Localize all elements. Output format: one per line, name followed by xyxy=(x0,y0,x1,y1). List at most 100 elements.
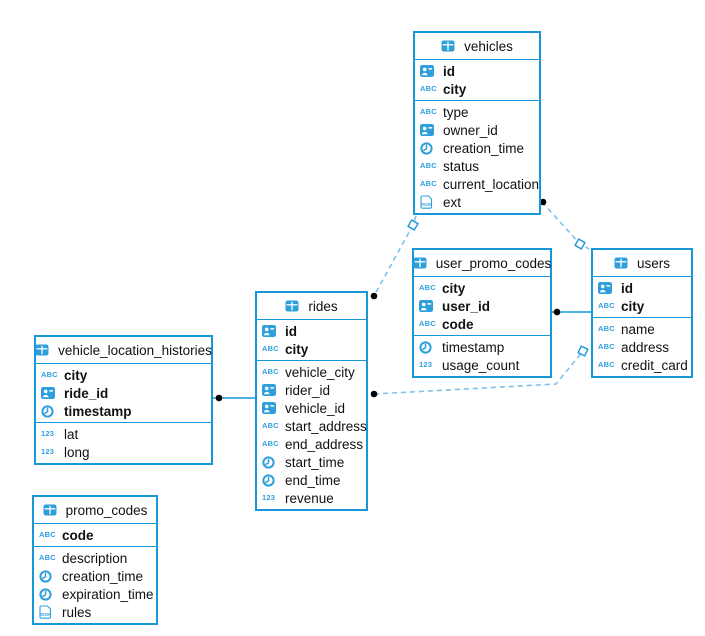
table-title: user_promo_codes xyxy=(435,255,552,271)
column-label: vehicle_id xyxy=(285,400,346,416)
relationship-dot-marker xyxy=(370,390,378,398)
column-row-id[interactable]: id xyxy=(257,322,366,340)
table-title: promo_codes xyxy=(65,502,148,518)
table-header[interactable]: promo_codes xyxy=(34,497,156,524)
column-label: expiration_time xyxy=(62,586,154,602)
column-row-rider_id[interactable]: rider_id xyxy=(257,381,366,399)
column-label: creation_time xyxy=(62,568,144,584)
column-label: id xyxy=(621,280,633,296)
column-label: id xyxy=(285,323,297,339)
abc-icon: ABC xyxy=(420,179,437,189)
column-row-ride_id[interactable]: ride_id xyxy=(36,384,211,402)
table-header[interactable]: vehicle_location_histories xyxy=(35,337,212,364)
num-icon: 123 xyxy=(419,360,433,370)
time-icon xyxy=(419,340,437,354)
column-row-timestamp[interactable]: timestamp xyxy=(36,402,211,420)
column-row-creation_time[interactable]: creation_time xyxy=(415,139,539,157)
id-icon xyxy=(420,124,438,136)
table-header[interactable]: vehicles xyxy=(415,33,539,60)
column-row-vehicle_id[interactable]: vehicle_id xyxy=(257,399,366,417)
column-label: ride_id xyxy=(64,385,109,401)
column-row-id[interactable]: id xyxy=(415,62,539,80)
table-title: users xyxy=(636,255,670,271)
column-row-end_time[interactable]: end_time xyxy=(257,471,366,489)
column-row-creation_time[interactable]: creation_time xyxy=(34,567,156,585)
column-row-owner_id[interactable]: owner_id xyxy=(415,121,539,139)
column-row-id[interactable]: id xyxy=(593,279,691,297)
column-row-user_id[interactable]: user_id xyxy=(414,297,550,315)
abc-icon: ABC xyxy=(262,344,279,354)
relationship-dot-marker xyxy=(215,394,223,402)
table-header[interactable]: users xyxy=(593,250,691,277)
table-icon xyxy=(614,257,632,269)
column-label: address xyxy=(621,339,670,355)
relationship-dot-marker xyxy=(553,308,561,316)
column-row-timestamp[interactable]: timestamp xyxy=(414,338,550,356)
relationship-diamond-marker xyxy=(574,238,586,250)
relationship-dot-marker xyxy=(370,292,378,300)
table-title: rides xyxy=(308,298,338,314)
table-header[interactable]: user_promo_codes xyxy=(413,250,552,277)
column-label: code xyxy=(442,316,474,332)
id-icon xyxy=(41,387,59,399)
abc-icon: ABC xyxy=(420,107,437,117)
column-row-expiration_time[interactable]: expiration_time xyxy=(34,585,156,603)
column-label: user_id xyxy=(442,298,491,314)
column-label: start_time xyxy=(285,454,345,470)
column-row-start_time[interactable]: start_time xyxy=(257,453,366,471)
column-label: name xyxy=(621,321,655,337)
abc-icon: ABC xyxy=(598,324,615,334)
json-icon: JSON xyxy=(39,605,57,619)
column-label: credit_card xyxy=(621,357,688,373)
table-icon xyxy=(285,300,303,312)
column-label: status xyxy=(443,158,480,174)
time-icon xyxy=(39,569,57,583)
time-icon xyxy=(262,455,280,469)
column-row-name[interactable]: ABC name xyxy=(593,320,691,338)
table-icon xyxy=(413,257,431,269)
id-icon xyxy=(262,384,280,396)
table-icon xyxy=(43,504,61,516)
id-icon xyxy=(419,300,437,312)
table-header[interactable]: rides xyxy=(257,293,366,320)
column-label: ext xyxy=(443,194,462,210)
